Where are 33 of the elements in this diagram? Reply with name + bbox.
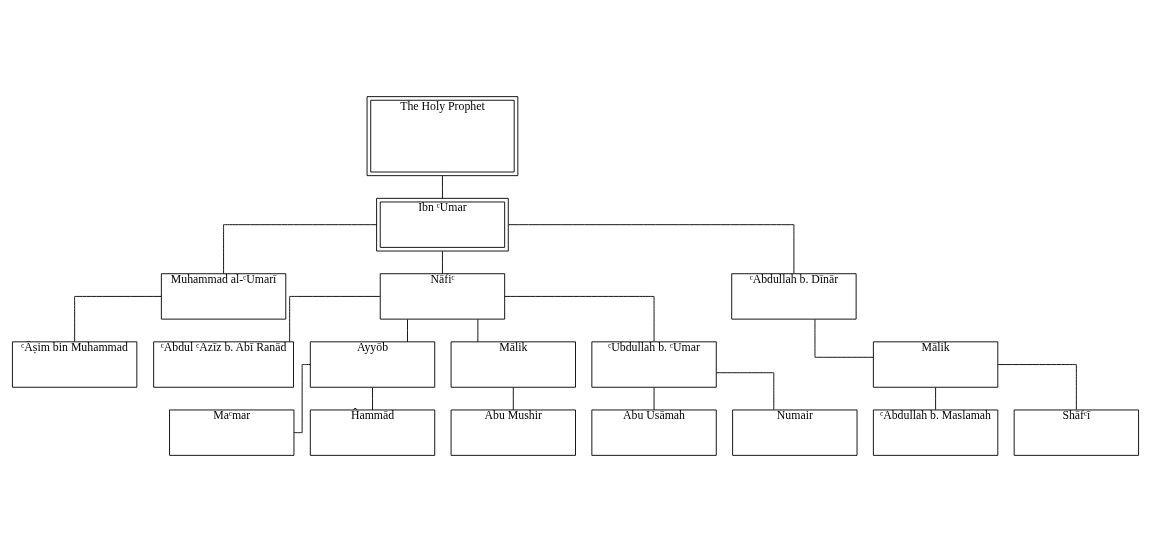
- connector: [504, 295, 655, 342]
- connector: [997, 364, 1077, 411]
- connector: [477, 319, 479, 343]
- connector: [223, 224, 377, 274]
- node-box: ᶜAbdullah b. Maslamah: [872, 409, 999, 456]
- node-box: Abu Usāmah: [591, 409, 717, 456]
- node-box: Ayyōb: [309, 341, 436, 388]
- connector: [653, 387, 655, 411]
- connector: [442, 175, 443, 199]
- connector: [293, 364, 311, 434]
- node-box: ᶜĀṣim bin Muhammad: [11, 341, 138, 388]
- connector: [814, 319, 874, 358]
- node-box: ᶜAbdullah b. Dīnār: [731, 273, 857, 320]
- connector: [715, 372, 775, 411]
- node-box: ᶜAbdul ᶜAzīz b. Abī Ranād: [153, 341, 294, 388]
- node-box: Shāfᶜī: [1013, 409, 1140, 456]
- node-box: Mālik: [450, 341, 576, 388]
- node-box: ᶜUbdullah b. ᶜUmar: [591, 341, 717, 388]
- connector: [372, 387, 373, 411]
- connector: [442, 250, 443, 275]
- connector: [512, 387, 514, 411]
- node-box: Abu Mushir: [450, 409, 576, 456]
- connector: [289, 295, 381, 342]
- connector: [407, 319, 408, 343]
- connector: [74, 295, 162, 342]
- node-box: Ĥammād: [309, 409, 436, 456]
- connector: [508, 224, 795, 274]
- node-box: Muhammad al-ᶜUmarī: [160, 273, 287, 320]
- node-box: Mālik: [872, 341, 999, 388]
- connector: [935, 387, 937, 411]
- node-box: Nāfiᶜ: [379, 273, 506, 320]
- node-box: Numair: [732, 409, 858, 456]
- node-box: Maᶜmar: [169, 409, 295, 456]
